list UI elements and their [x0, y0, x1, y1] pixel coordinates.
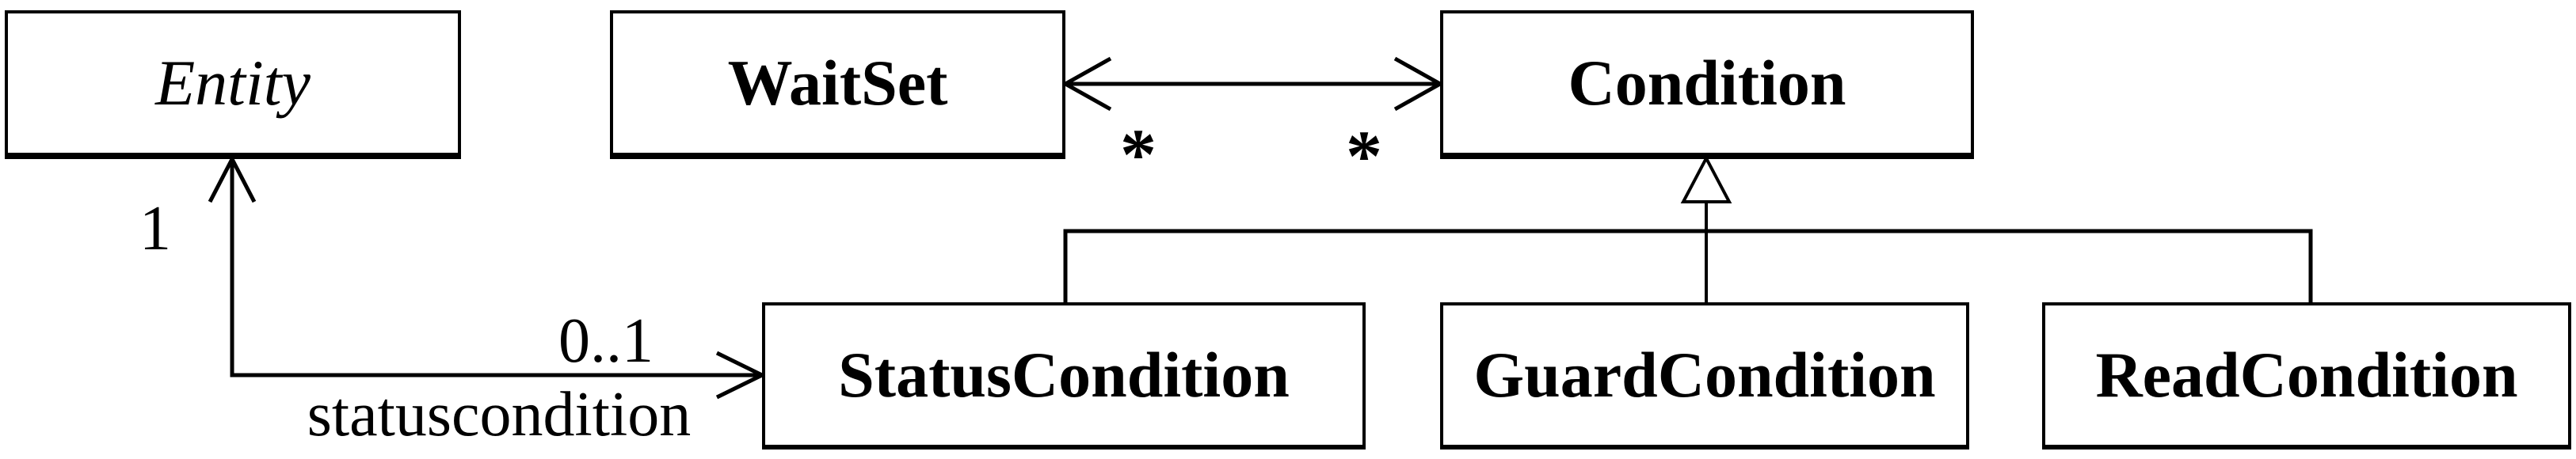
hollow-triangle-icon: [1680, 154, 1732, 203]
association-entity-statuscondition: [208, 154, 767, 400]
open-arrowhead-left-icon: [1061, 56, 1112, 112]
class-box-condition: Condition: [1440, 10, 1974, 159]
multiplicity-entity-side: 1: [139, 194, 171, 264]
class-name-condition: Condition: [1568, 47, 1846, 119]
generalization-condition: [1063, 154, 2313, 304]
multiplicity-condition-side: *: [1346, 116, 1382, 196]
multiplicity-waitset-side: *: [1120, 114, 1157, 195]
class-name-guardcondition: GuardCondition: [1473, 339, 1936, 411]
class-box-statuscondition: StatusCondition: [762, 302, 1366, 450]
role-label-statuscondition: statuscondition: [307, 380, 692, 450]
class-box-waitset: WaitSet: [610, 10, 1065, 159]
class-name-entity: Entity: [155, 47, 311, 119]
class-name-statuscondition: StatusCondition: [838, 339, 1290, 411]
generalization-bracket: [1063, 229, 2313, 304]
open-arrowhead-up-icon: [208, 154, 257, 203]
multiplicity-statuscondition-side: 0..1: [558, 306, 654, 376]
class-box-readcondition: ReadCondition: [2042, 302, 2571, 450]
class-box-entity: Entity: [5, 10, 461, 159]
association-waitset-condition: * *: [1061, 56, 1445, 196]
class-box-guardcondition: GuardCondition: [1440, 302, 1969, 450]
class-name-readcondition: ReadCondition: [2095, 339, 2518, 411]
class-name-waitset: WaitSet: [727, 47, 948, 119]
